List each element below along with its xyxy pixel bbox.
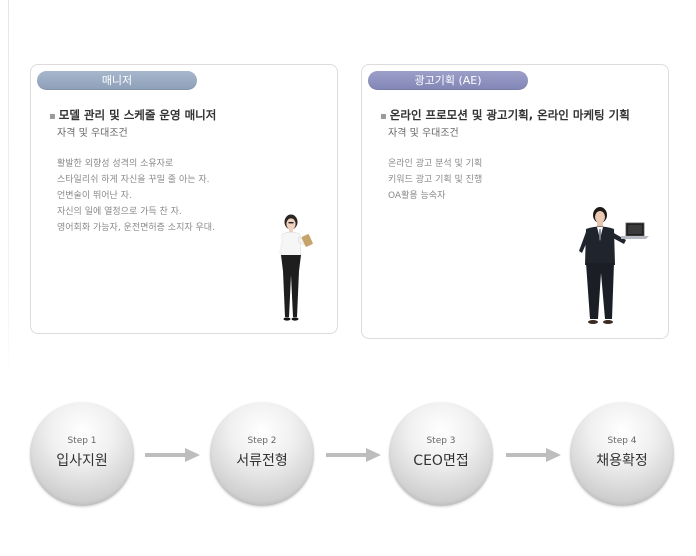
requirement-item: OA활용 능숙자 bbox=[388, 191, 446, 201]
job-card-ae: 광고기획 (AE) ▪온라인 프로모션 및 광고기획, 온라인 마케팅 기획 자… bbox=[361, 64, 669, 339]
step-2-circle: Step 2 서류전형 bbox=[210, 402, 314, 506]
step-4-circle: Step 4 채용확정 bbox=[570, 402, 674, 506]
step-name: 입사지원 bbox=[56, 453, 108, 469]
arrow-right-icon bbox=[506, 448, 561, 462]
job-title: ▪온라인 프로모션 및 광고기획, 온라인 마케팅 기획 bbox=[380, 107, 630, 123]
step-number: Step 2 bbox=[247, 436, 277, 446]
job-title-text: 온라인 프로모션 및 광고기획, 온라인 마케팅 기획 bbox=[389, 108, 630, 122]
step-name: 서류전형 bbox=[236, 453, 288, 469]
requirement-item: 언변술이 뛰어난 자. bbox=[57, 191, 132, 201]
step-name: CEO면접 bbox=[413, 453, 469, 469]
requirements-list: 온라인 광고 분석 및 기획 키워드 광고 기획 및 진행 OA활용 능숙자 bbox=[388, 156, 482, 204]
step-number: Step 1 bbox=[67, 436, 97, 446]
requirement-item: 온라인 광고 분석 및 기획 bbox=[388, 159, 483, 169]
job-badge-ae: 광고기획 (AE) bbox=[368, 71, 528, 90]
arrow-right-icon bbox=[326, 448, 381, 462]
bullet-icon: ▪ bbox=[49, 111, 56, 122]
man-with-laptop-image bbox=[579, 207, 649, 324]
arrow-right-icon bbox=[145, 448, 200, 462]
bullet-icon: ▪ bbox=[380, 111, 387, 122]
left-divider bbox=[8, 0, 9, 380]
requirement-item: 활발한 외향성 성격의 소유자로 bbox=[57, 159, 174, 169]
step-number: Step 3 bbox=[426, 436, 456, 446]
requirement-item: 스타일리쉬 하게 자신을 꾸밀 줄 아는 자. bbox=[57, 175, 210, 185]
requirements-heading: 자격 및 우대조건 bbox=[388, 128, 459, 139]
requirements-heading: 자격 및 우대조건 bbox=[57, 128, 128, 139]
job-badge-manager: 매니저 bbox=[37, 71, 197, 90]
requirement-item: 키워드 광고 기획 및 진행 bbox=[388, 175, 483, 185]
job-title-text: 모델 관리 및 스케줄 운영 매니저 bbox=[58, 108, 217, 122]
step-3-circle: Step 3 CEO면접 bbox=[389, 402, 493, 506]
job-title: ▪모델 관리 및 스케줄 운영 매니저 bbox=[49, 107, 216, 123]
step-name: 채용확정 bbox=[596, 453, 648, 469]
job-card-manager: 매니저 ▪모델 관리 및 스케줄 운영 매니저 자격 및 우대조건 활발한 외향… bbox=[30, 64, 338, 334]
requirement-item: 자신의 일에 열정으로 가득 찬 자. bbox=[57, 207, 182, 217]
requirement-item: 영어회화 가능자, 운전면허증 소지자 우대. bbox=[57, 223, 215, 233]
step-1-circle: Step 1 입사지원 bbox=[30, 402, 134, 506]
woman-with-tablet-image bbox=[279, 214, 313, 321]
requirements-list: 활발한 외향성 성격의 소유자로 스타일리쉬 하게 자신을 꾸밀 줄 아는 자.… bbox=[57, 156, 215, 236]
step-number: Step 4 bbox=[607, 436, 637, 446]
